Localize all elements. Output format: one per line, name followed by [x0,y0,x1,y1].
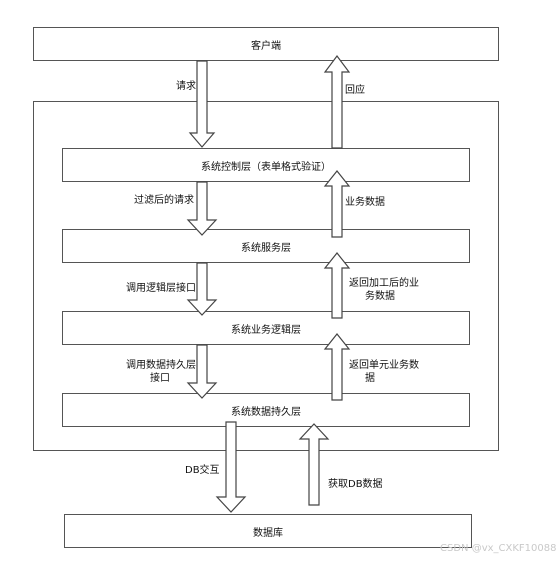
control-layer-box: 系统控制层（表单格式验证） [62,148,470,182]
label-return-processed-1: 返回加工后的业 [349,278,419,289]
label-call-persistence-1: 调用数据持久层 [126,360,196,371]
database-box: 数据库 [64,514,472,548]
label-fetch-db-data: 获取DB数据 [328,479,383,490]
label-return-unit-1: 返回单元业务数 [349,360,419,371]
label-response: 回应 [345,85,365,96]
service-layer-box: 系统服务层 [62,229,470,263]
business-layer-label: 系统业务逻辑层 [231,324,301,336]
control-layer-label: 系统控制层（表单格式验证） [201,161,331,173]
database-label: 数据库 [253,527,283,539]
label-business-data: 业务数据 [345,197,385,208]
watermark: CSDN @vx_CXKF10088 [440,543,557,554]
label-call-business: 调用逻辑层接口 [126,283,196,294]
client-box: 客户端 [33,27,499,61]
label-db-interaction: DB交互 [185,465,220,476]
persistence-layer-label: 系统数据持久层 [231,406,301,418]
system-boundary [33,101,499,451]
service-layer-label: 系统服务层 [241,242,291,254]
label-return-unit-2: 据 [365,373,375,384]
client-label: 客户端 [251,40,281,52]
label-request: 请求 [176,81,196,92]
business-layer-box: 系统业务逻辑层 [62,311,470,345]
persistence-layer-box: 系统数据持久层 [62,393,470,427]
label-filtered-request: 过滤后的请求 [134,195,194,206]
label-return-processed-2: 务数据 [365,291,395,302]
label-call-persistence-2: 接口 [150,373,170,384]
